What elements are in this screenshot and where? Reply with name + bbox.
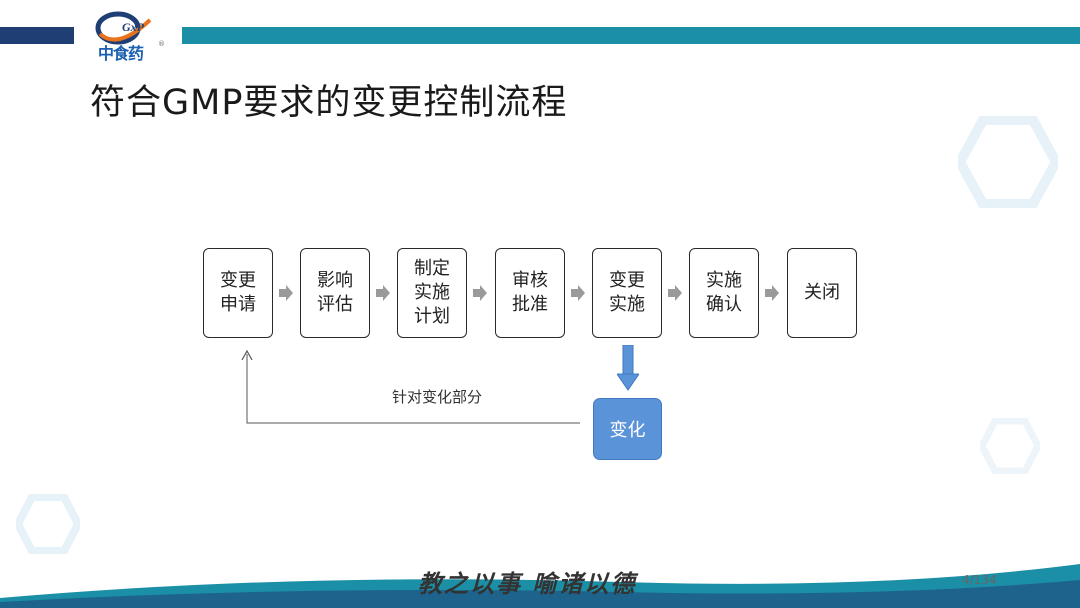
logo-gxp-text: GxP: [122, 20, 144, 34]
chevron-right-icon: [765, 285, 779, 301]
hexagon-decoration-icon: [980, 418, 1040, 474]
step-implementation-confirmation: 实施确认: [689, 248, 759, 338]
header-bar-left: [0, 27, 74, 44]
step-label: 实施确认: [706, 270, 742, 315]
step-change-request: 变更申请: [203, 248, 273, 338]
logo-name-text: 中食药: [98, 44, 144, 63]
chevron-right-icon: [571, 285, 585, 301]
hexagon-decoration-icon: [958, 116, 1058, 208]
step-review-approval: 审核批准: [495, 248, 565, 338]
step-implementation-plan: 制定实施计划: [397, 248, 467, 338]
page-number: 4/134: [962, 573, 997, 587]
loop-label: 针对变化部分: [392, 388, 483, 406]
step-label: 变更申请: [220, 270, 256, 315]
chevron-right-icon: [473, 285, 487, 301]
step-label: 影响评估: [317, 270, 353, 315]
step-close: 关闭: [787, 248, 857, 338]
feedback-loop-arrow-icon: [241, 349, 580, 424]
change-box: 变化: [593, 398, 662, 460]
logo-registered-mark: ®: [158, 40, 165, 48]
step-impact-assessment: 影响评估: [300, 248, 370, 338]
step-label: 审核批准: [512, 270, 548, 315]
step-label: 关闭: [804, 282, 840, 303]
chevron-right-icon: [279, 285, 293, 301]
hexagon-decoration-icon: [16, 494, 80, 554]
step-change-implementation: 变更实施: [592, 248, 662, 338]
chevron-right-icon: [376, 285, 390, 301]
header-bar-right: [182, 27, 1080, 44]
step-label: 制定实施计划: [414, 258, 450, 327]
chevron-right-icon: [668, 285, 682, 301]
step-label: 变更实施: [609, 270, 645, 315]
slide-title: 符合GMP要求的变更控制流程: [90, 83, 568, 123]
arrow-down-icon: [617, 345, 639, 391]
company-logo-icon: [95, 11, 152, 45]
footer-motto: 教之以事 喻诸以德: [418, 569, 637, 598]
